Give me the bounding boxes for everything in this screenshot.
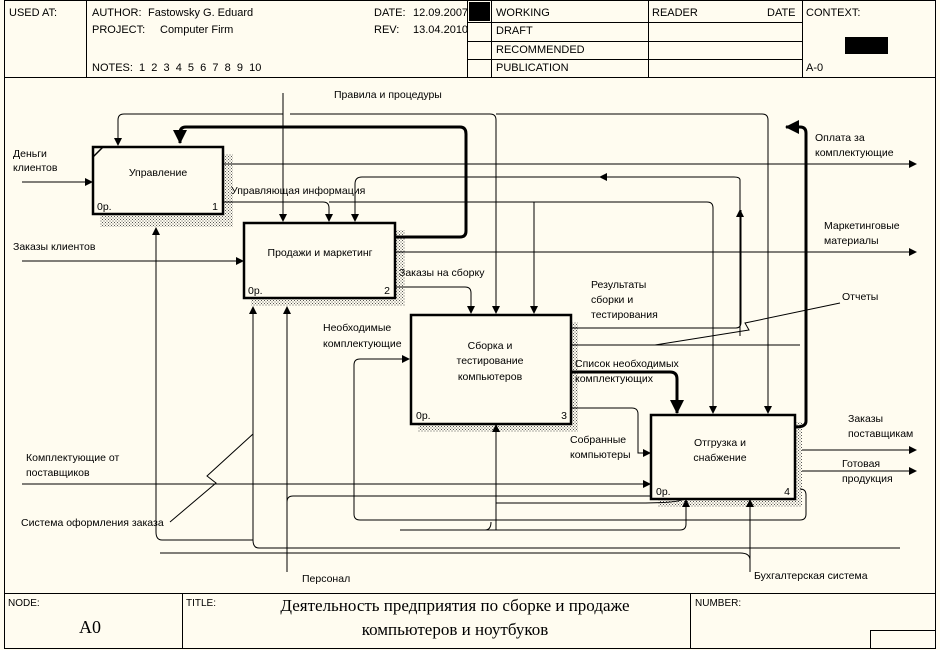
label-assembled-2: компьютеры: [570, 449, 631, 461]
notes-label: NOTES:: [92, 62, 133, 74]
label-needed-parts-2: комплектующие: [323, 338, 402, 350]
notes-values: 1 2 3 4 5 6 7 8 9 10: [139, 62, 262, 74]
label-assembled-1: Собранные: [570, 434, 626, 446]
box2-number: 2: [384, 285, 390, 297]
project-label: PROJECT:: [92, 24, 146, 36]
label-results-2: сборки и: [591, 294, 633, 306]
date-value: 12.09.2007: [413, 7, 469, 19]
title-line-1: Деятельность предприятия по сборке и про…: [280, 596, 630, 615]
box1-cost: 0р.: [97, 201, 112, 213]
box3-cost: 0р.: [416, 410, 431, 422]
box3-label-3: компьютеров: [458, 371, 523, 383]
node-label: NODE:: [8, 598, 40, 609]
status-working-marker: [469, 2, 490, 21]
label-personnel: Персонал: [302, 573, 350, 585]
label-parts-list-2: комплектующих: [575, 373, 654, 385]
arrows: [22, 93, 917, 572]
context-node: A-0: [806, 62, 824, 74]
frame: [4, 0, 936, 649]
author-label: AUTHOR:: [92, 7, 142, 19]
status-publication[interactable]: PUBLICATION: [496, 62, 569, 74]
label-order-system: Система оформления заказа: [21, 517, 164, 529]
title-label: TITLE:: [186, 598, 217, 609]
rev-label: REV:: [374, 24, 400, 36]
reader-label: READER: [652, 7, 698, 19]
box4-cost: 0р.: [656, 486, 671, 498]
reader-date-label: DATE: [767, 7, 796, 19]
label-accounting: Бухгалтерская система: [754, 570, 868, 582]
box-sborka[interactable]: [409, 313, 573, 426]
label-money-2: клиентов: [13, 162, 58, 174]
label-supplier-orders-1: Заказы: [848, 413, 883, 425]
box-otgruzka[interactable]: [649, 413, 797, 501]
label-control-info: Управляющая информация: [231, 185, 365, 197]
box4-label-1: Отгрузка и: [694, 437, 746, 449]
label-results-1: Результаты: [591, 279, 646, 291]
author-value: Fastowsky G. Eduard: [148, 7, 254, 19]
label-marketing-2: материалы: [824, 235, 879, 247]
label-product-1: Готовая: [842, 458, 880, 470]
label-orders: Заказы клиентов: [13, 241, 96, 253]
arrow-labels: Деньги клиентов Заказы клиентов Правила …: [13, 89, 913, 585]
context-thumbnail: [845, 37, 888, 54]
activity-boxes: [91, 145, 797, 501]
date-label: DATE:: [374, 7, 406, 19]
label-supplier-orders-2: поставщикам: [848, 428, 913, 440]
box1-number: 1: [212, 201, 218, 213]
label-rules: Правила и процедуры: [334, 89, 442, 101]
box1-corner-mark: [92, 146, 104, 158]
label-needed-parts-1: Необходимые: [323, 322, 391, 334]
box2-label: Продажи и маркетинг: [268, 247, 373, 259]
box4-label-2: снабжение: [693, 452, 746, 464]
label-parts-list-1: Список необходимых: [575, 358, 679, 370]
status-draft[interactable]: DRAFT: [496, 25, 533, 37]
node-value: A0: [79, 617, 101, 637]
bold-arrows: [173, 120, 808, 429]
label-product-2: продукция: [842, 473, 893, 485]
label-marketing-1: Маркетинговые: [824, 220, 900, 232]
box-prodazhi[interactable]: [242, 221, 397, 300]
rev-value: 13.04.2010: [413, 24, 469, 36]
box-upravlenie[interactable]: [91, 145, 225, 216]
label-payment-1: Оплата за: [815, 132, 865, 144]
label-results-3: тестирования: [591, 309, 658, 321]
label-supplier-parts-1: Комплектующие от: [26, 452, 119, 464]
box2-cost: 0р.: [248, 285, 263, 297]
context-label: CONTEXT:: [806, 7, 861, 19]
used-at-label: USED AT:: [9, 7, 58, 19]
label-money-1: Деньги: [13, 148, 47, 160]
title-line-2: компьютеров и ноутбуков: [361, 620, 549, 639]
label-assembly-orders: Заказы на сборку: [399, 267, 485, 279]
box3-label-2: тестирование: [457, 355, 524, 367]
status-working[interactable]: WORKING: [496, 7, 550, 19]
number-label: NUMBER:: [695, 598, 742, 609]
label-payment-2: комплектующие: [815, 147, 894, 159]
box3-label-1: Сборка и: [468, 340, 513, 352]
box1-label: Управление: [129, 167, 188, 179]
status-recommended[interactable]: RECOMMENDED: [496, 44, 585, 56]
project-value: Computer Firm: [160, 24, 234, 36]
box4-number: 4: [784, 486, 790, 498]
box3-number: 3: [561, 410, 567, 422]
label-reports: Отчеты: [842, 291, 878, 303]
label-supplier-parts-2: поставщиков: [26, 467, 90, 479]
